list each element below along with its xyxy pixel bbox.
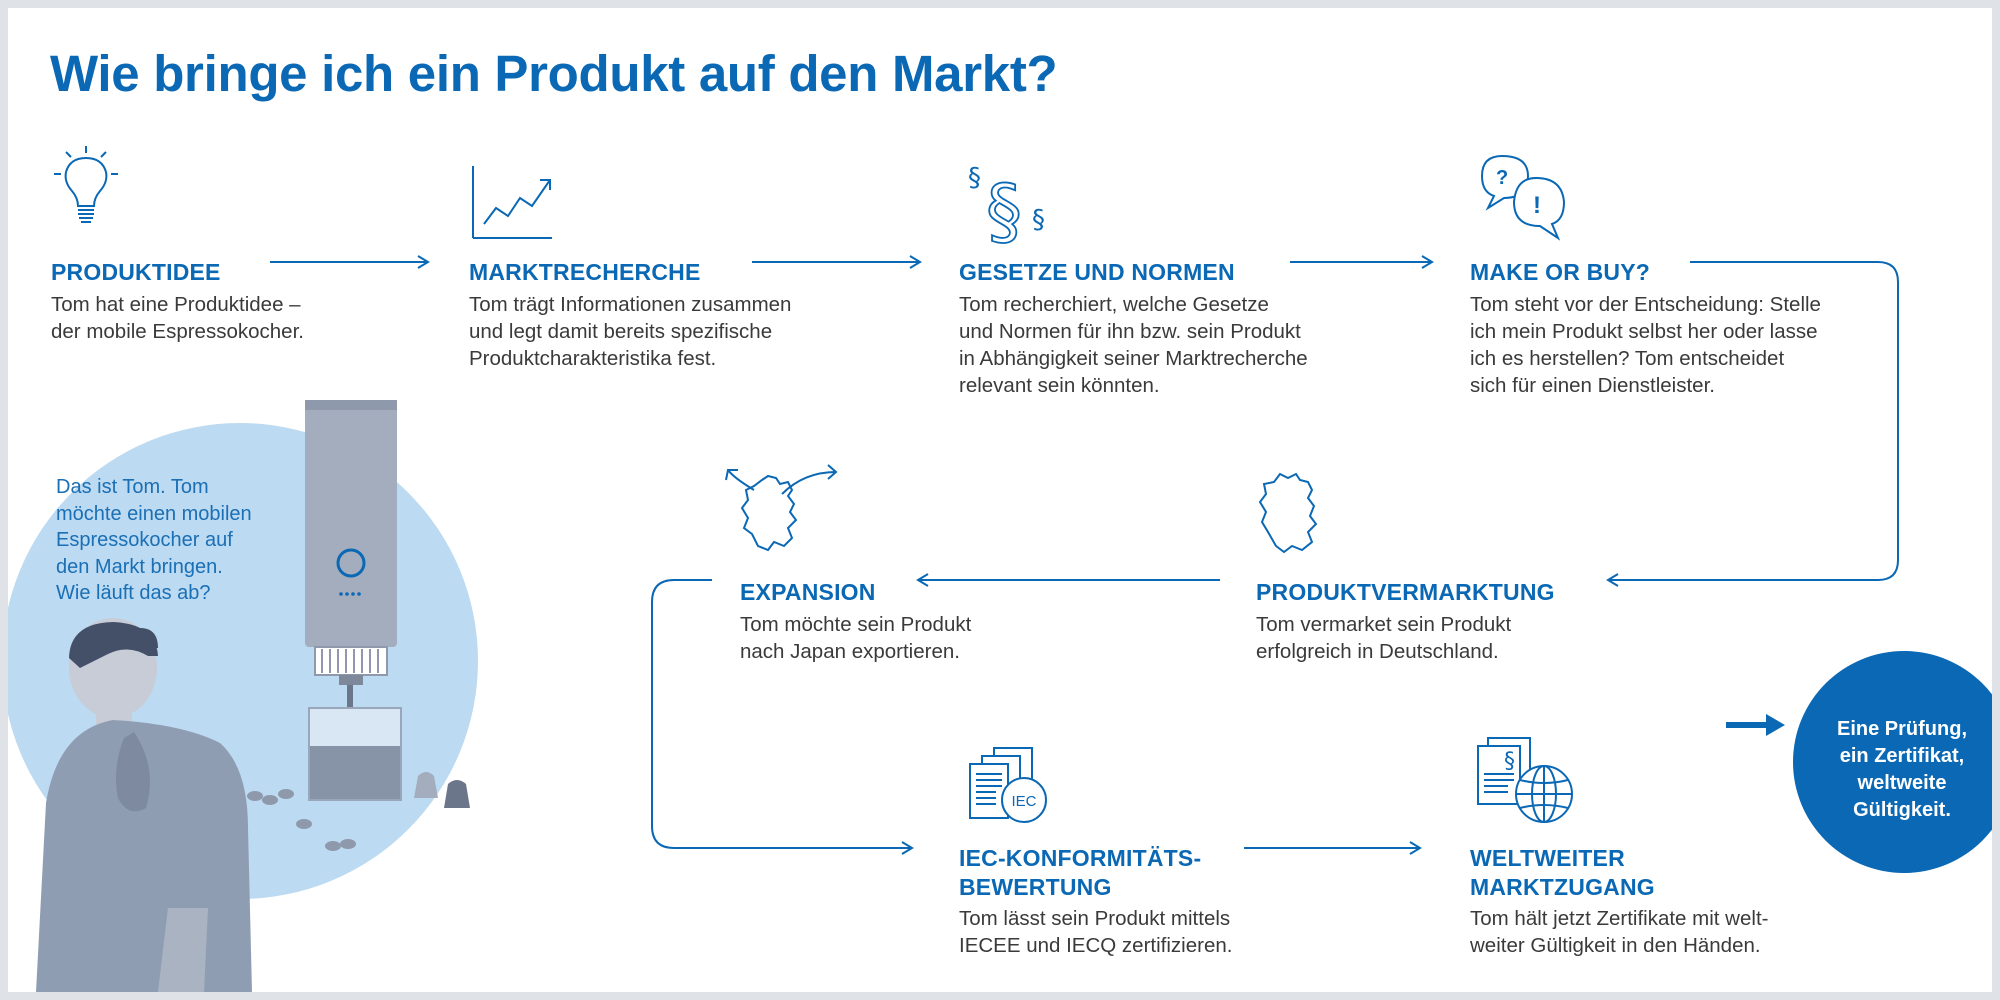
arrow-produktidee-to-marktrecherche <box>270 255 430 269</box>
step-produktidee-text: Tom hat eine Produktidee –der mobile Esp… <box>51 293 304 343</box>
step-gesetze-title: GESETZE UND NORMEN <box>959 259 1235 285</box>
svg-text:§: § <box>1032 205 1045 235</box>
person-illustration <box>36 618 252 992</box>
page-title: Wie bringe ich ein Produkt auf den Markt… <box>50 45 1058 102</box>
lightbulb-icon <box>54 146 118 223</box>
germany-map-icon <box>1258 472 1318 554</box>
step-makeorbuy-title: MAKE OR BUY? <box>1470 259 1651 285</box>
step-weltweit-text: Tom hält jetzt Zertifikate mit welt-weit… <box>1470 907 1769 957</box>
svg-text:§: § <box>1504 749 1515 774</box>
svg-text:?: ? <box>1496 167 1508 189</box>
arrow-produktvermarktung-to-expansion <box>916 573 1220 587</box>
arrow-expansion-to-iec <box>651 579 914 855</box>
globe-documents-icon: § <box>1477 737 1573 823</box>
step-iec-title: IEC-KONFORMITÄTS-BEWERTUNG <box>959 845 1202 900</box>
final-circle <box>1793 651 1992 873</box>
arrow-gesetze-to-makeorbuy <box>1290 255 1434 269</box>
step-produktidee-title: PRODUKTIDEE <box>51 259 221 285</box>
arrow-iec-to-weltweit <box>1244 841 1422 855</box>
paragraph-icon: § § § <box>968 163 1045 244</box>
expansion-map-icon <box>725 464 838 552</box>
background-illustration <box>8 400 478 992</box>
infographic: Wie bringe ich ein Produkt auf den Markt… <box>8 8 1992 992</box>
step-produktvermarktung-title: PRODUKTVERMARKTUNG <box>1256 579 1555 605</box>
svg-text:§: § <box>986 169 1022 244</box>
speech-bubbles-icon: ? ! <box>1480 154 1566 241</box>
espresso-maker-illustration <box>247 400 470 851</box>
step-marktrecherche-title: MARKTRECHERCHE <box>469 259 701 285</box>
iec-documents-icon: IEC <box>969 747 1047 823</box>
flow-arrows <box>270 255 1899 855</box>
iec-icon-label: IEC <box>1011 793 1036 810</box>
arrow-marktrecherche-to-gesetze <box>752 255 922 269</box>
svg-text:§: § <box>968 163 981 193</box>
arrow-makeorbuy-to-produktvermarktung <box>1606 261 1899 587</box>
arrow-to-final-circle <box>1726 714 1785 736</box>
rising-chart-icon <box>472 166 552 239</box>
step-expansion-title: EXPANSION <box>740 579 876 605</box>
svg-text:!: ! <box>1533 192 1541 219</box>
